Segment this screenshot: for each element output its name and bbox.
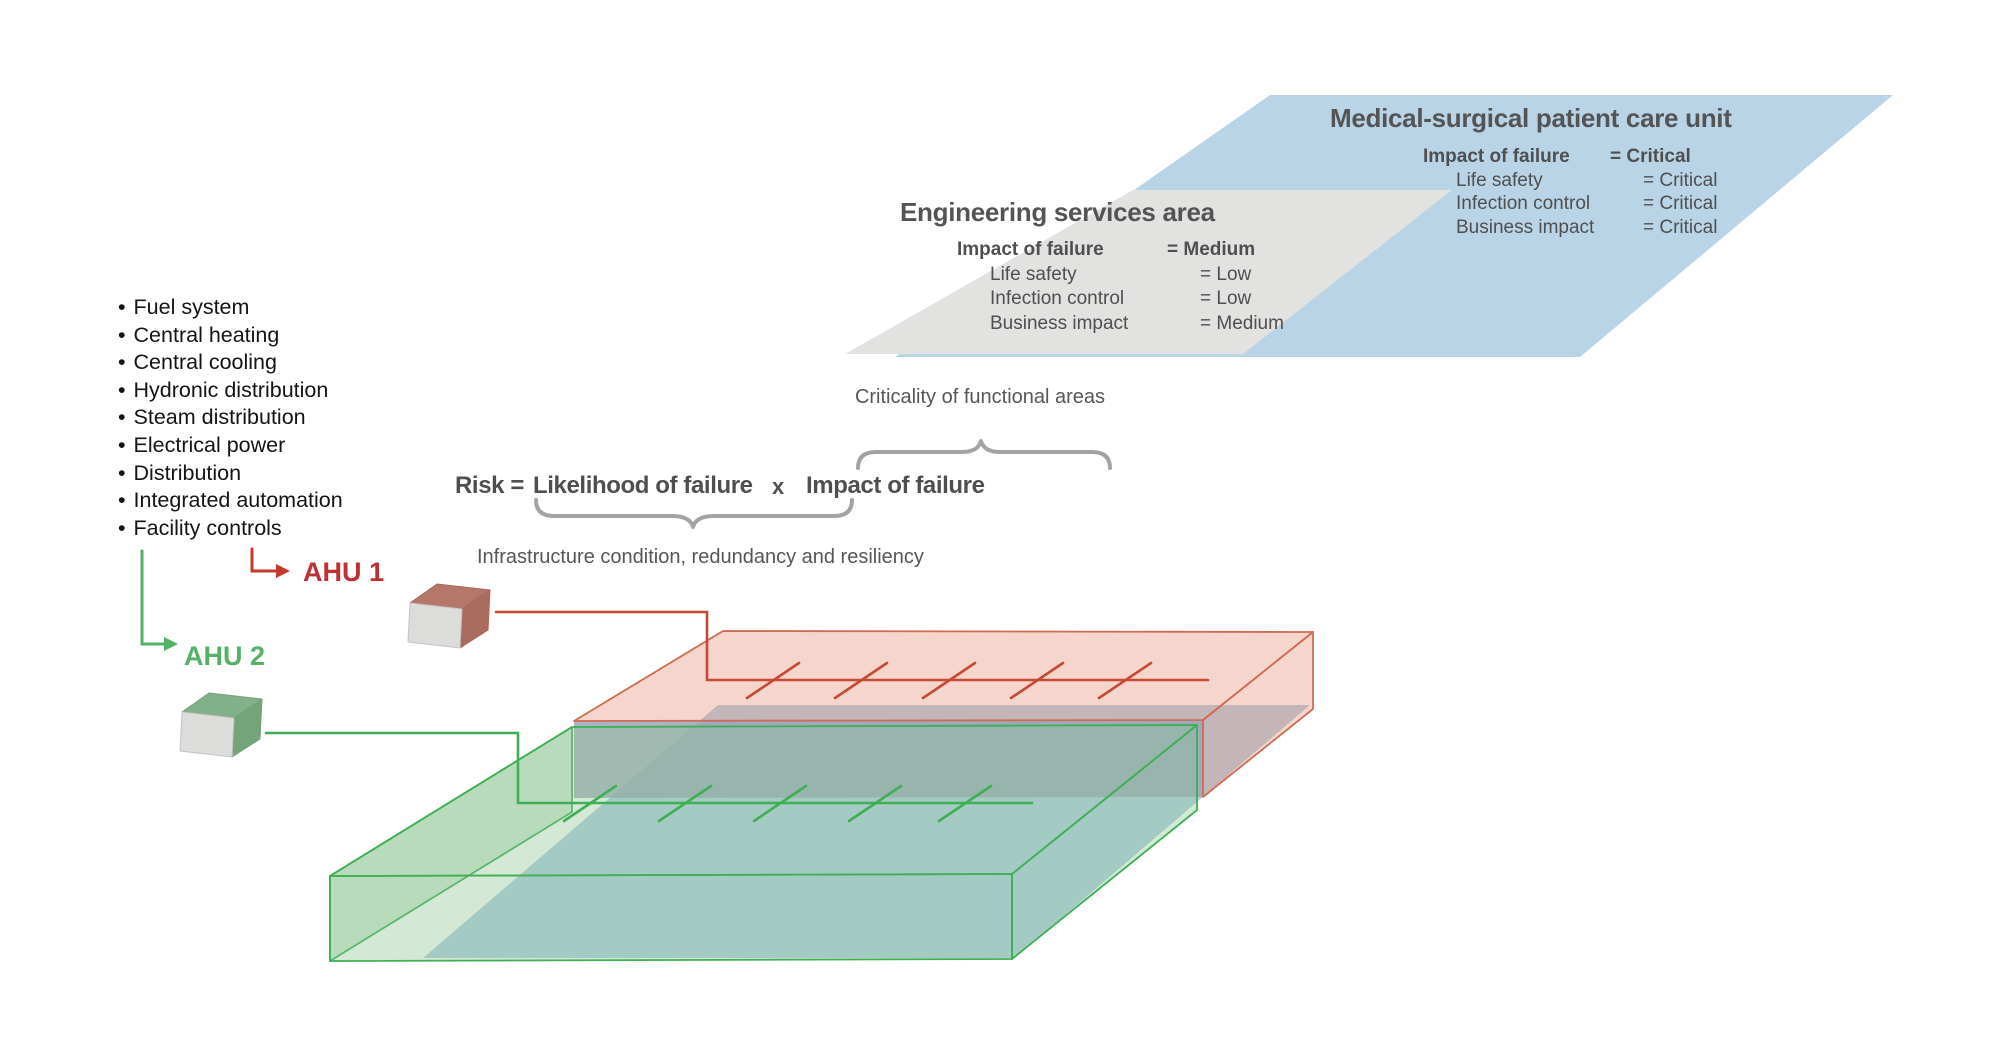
bullet-icon: •	[118, 515, 126, 540]
list-item-label: Steam distribution	[133, 405, 306, 430]
bullet-icon: •	[118, 460, 126, 485]
impact-row-value: = Critical	[1643, 193, 1718, 215]
ahu1-label: AHU 1	[303, 557, 385, 587]
impact-row-label: Business impact	[1456, 216, 1595, 238]
ahu2-zone-front-face	[329, 873, 1013, 962]
impact-row-value: = Critical	[1610, 146, 1691, 167]
bullet-icon: •	[118, 488, 126, 513]
medical-area-title: Medical-surgical patient care unit	[1330, 103, 1732, 133]
ahu2-duct-branch	[752, 784, 808, 823]
ahu2-duct-branch	[562, 784, 618, 823]
ahu1-arrowhead-icon	[276, 564, 290, 578]
list-item-label: Fuel system	[133, 295, 250, 319]
impact-row-value: = Medium	[1200, 312, 1284, 334]
impact-row-label: Infection control	[1456, 193, 1591, 215]
ahu1-duct-branch	[833, 661, 889, 700]
list-item-label: Central cooling	[133, 350, 277, 375]
list-item: • Distribution	[118, 460, 343, 488]
infrastructure-annotation: Infrastructure condition, redundancy and…	[477, 546, 924, 568]
impact-row-value: = Low	[1200, 288, 1252, 310]
list-item-label: Hydronic distribution	[133, 377, 329, 402]
list-item: • Fuel system	[118, 294, 343, 322]
under-brace	[534, 498, 854, 529]
impact-row: Business impact = Critical	[1423, 217, 1717, 241]
ahu1-duct-branch	[921, 661, 977, 700]
ahu2-zone-box	[329, 724, 1198, 962]
ahu1-duct-branch	[1097, 661, 1153, 700]
bullet-icon: •	[118, 405, 126, 430]
impact-row: Impact of failure = Medium	[957, 239, 1284, 264]
building-systems-list: • Fuel system • Central heating • Central c…	[118, 294, 343, 542]
formula-braces	[534, 439, 1112, 529]
ahu1-cube-front	[407, 602, 463, 649]
list-item: • Hydronic distribution	[118, 377, 343, 405]
list-item: • Facility controls	[118, 515, 343, 543]
impact-row-label: Infection control	[990, 288, 1125, 310]
impact-row-value: = Medium	[1167, 239, 1256, 260]
list-item: • Steam distribution	[118, 404, 343, 432]
list-item: • Integrated automation	[118, 487, 343, 515]
ahu2-zone-top-face	[329, 724, 1198, 877]
impact-row-label: Impact of failure	[1423, 146, 1570, 167]
ahu1-duct-line	[494, 610, 1210, 682]
ahu1-pointer-arrow	[250, 547, 290, 578]
ahu1-duct-branch	[745, 661, 801, 700]
ahu2-duct-run	[264, 731, 1034, 823]
impact-row-label: Business impact	[990, 312, 1129, 334]
list-item: • Central heating	[118, 322, 343, 350]
ahu1-zone-top-face	[573, 630, 1314, 722]
engineering-impact-table: Impact of failure = Medium Life safety =…	[957, 239, 1284, 337]
formula-times-sign: x	[772, 474, 784, 499]
ahu2-duct-branch	[937, 784, 993, 823]
ahu2-duct-line	[264, 731, 1034, 805]
impact-row: Life safety = Low	[957, 264, 1284, 289]
medical-impact-table: Impact of failure = Critical Life safety…	[1423, 146, 1717, 240]
red-zone-shadow	[574, 720, 1203, 798]
bullet-icon: •	[118, 377, 126, 402]
list-item-label: Electrical power	[133, 432, 286, 457]
impact-row: Infection control = Low	[957, 288, 1284, 313]
ahu2-label: AHU 2	[184, 641, 266, 671]
ahu1-duct-run	[494, 610, 1210, 700]
impact-row-label: Life safety	[1456, 169, 1543, 191]
impact-row: Life safety = Critical	[1423, 170, 1717, 194]
list-item-label: Central heating	[133, 322, 280, 347]
impact-row-label: Impact of failure	[957, 239, 1104, 260]
ahu2-unit-cube	[179, 692, 263, 758]
formula-risk-equals: Risk =	[455, 472, 524, 499]
impact-row-value: = Critical	[1643, 216, 1718, 238]
ahu2-pointer-arrow	[140, 549, 178, 651]
impact-row: Business impact = Medium	[957, 313, 1284, 338]
formula-impact-term: Impact of failure	[806, 472, 985, 499]
ahu2-arrowhead-icon	[164, 637, 178, 651]
impact-row-label: Life safety	[990, 263, 1077, 285]
ahu2-duct-branch	[657, 784, 713, 823]
engineering-floor-plate	[845, 190, 1452, 354]
ahu1-unit-cube	[407, 583, 491, 649]
list-item-label: Integrated automation	[133, 488, 343, 513]
list-item-label: Facility controls	[133, 515, 282, 540]
impact-row: Infection control = Critical	[1423, 193, 1717, 217]
ahu2-duct-branch	[847, 784, 903, 823]
engineering-area-title: Engineering services area	[900, 197, 1215, 227]
list-item: • Electrical power	[118, 432, 343, 460]
over-brace	[856, 439, 1112, 470]
bullet-icon: •	[118, 295, 126, 319]
impact-row-value: = Critical	[1643, 169, 1718, 191]
bullet-icon: •	[118, 322, 126, 347]
bullet-icon: •	[118, 350, 126, 375]
ahu1-zone-box	[573, 630, 1314, 798]
list-item-label: Distribution	[133, 460, 242, 485]
ahu2-cube-front	[179, 711, 235, 758]
list-item: • Central cooling	[118, 349, 343, 377]
formula-likelihood-term: Likelihood of failure	[533, 472, 753, 499]
bullet-icon: •	[118, 432, 126, 457]
impact-row-value: = Low	[1200, 263, 1252, 285]
criticality-annotation: Criticality of functional areas	[854, 386, 1106, 408]
ahu1-duct-branch	[1009, 661, 1065, 700]
impact-row: Impact of failure = Critical	[1423, 146, 1717, 170]
